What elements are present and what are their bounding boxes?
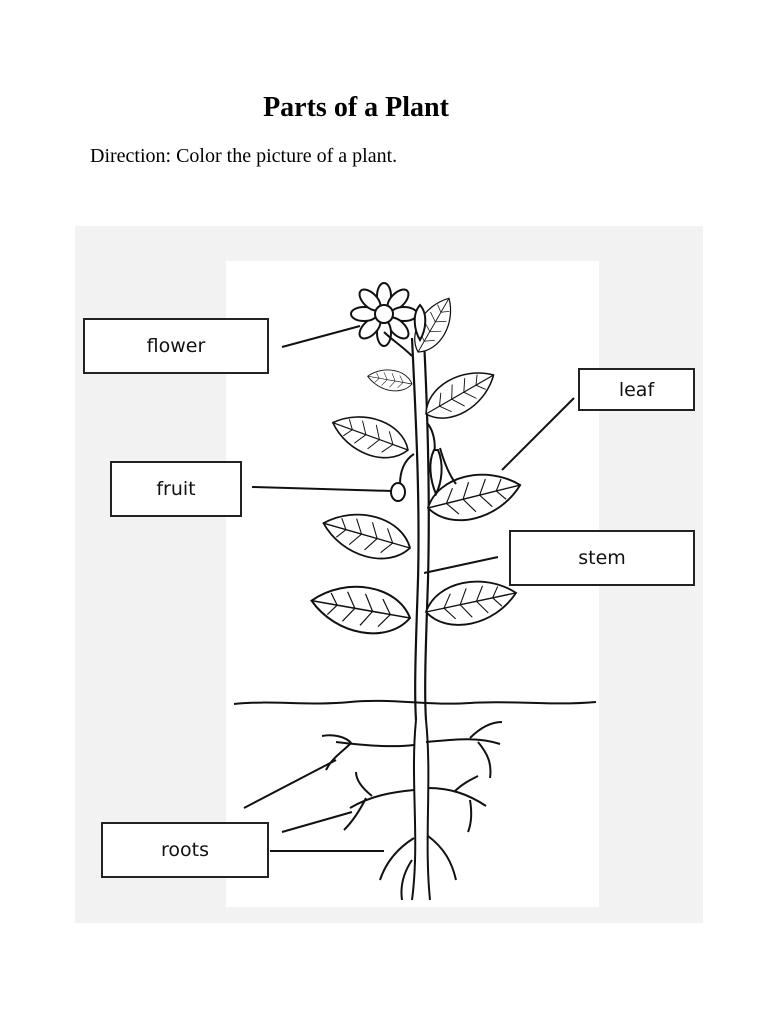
pointer-lines	[243, 325, 575, 852]
roots-pointer-1	[243, 759, 337, 809]
label-stem: stem	[509, 530, 695, 586]
label-roots: roots	[101, 822, 269, 878]
fruit-pointer	[251, 486, 393, 492]
label-fruit: fruit	[110, 461, 242, 517]
stem	[410, 337, 430, 721]
flower-drawing	[350, 282, 427, 357]
direction-text: Direction: Color the picture of a plant.	[90, 145, 398, 167]
stem-pointer	[423, 556, 499, 574]
roots-drawing	[321, 719, 503, 901]
fruit-drawing	[390, 423, 457, 502]
roots-pointer-2	[281, 811, 353, 833]
label-flower: flower	[83, 318, 269, 374]
label-leaf: leaf	[578, 368, 695, 411]
flower-pointer	[281, 325, 361, 348]
leaf-pointer	[501, 397, 575, 471]
page-title: Parts of a Plant	[263, 92, 449, 123]
